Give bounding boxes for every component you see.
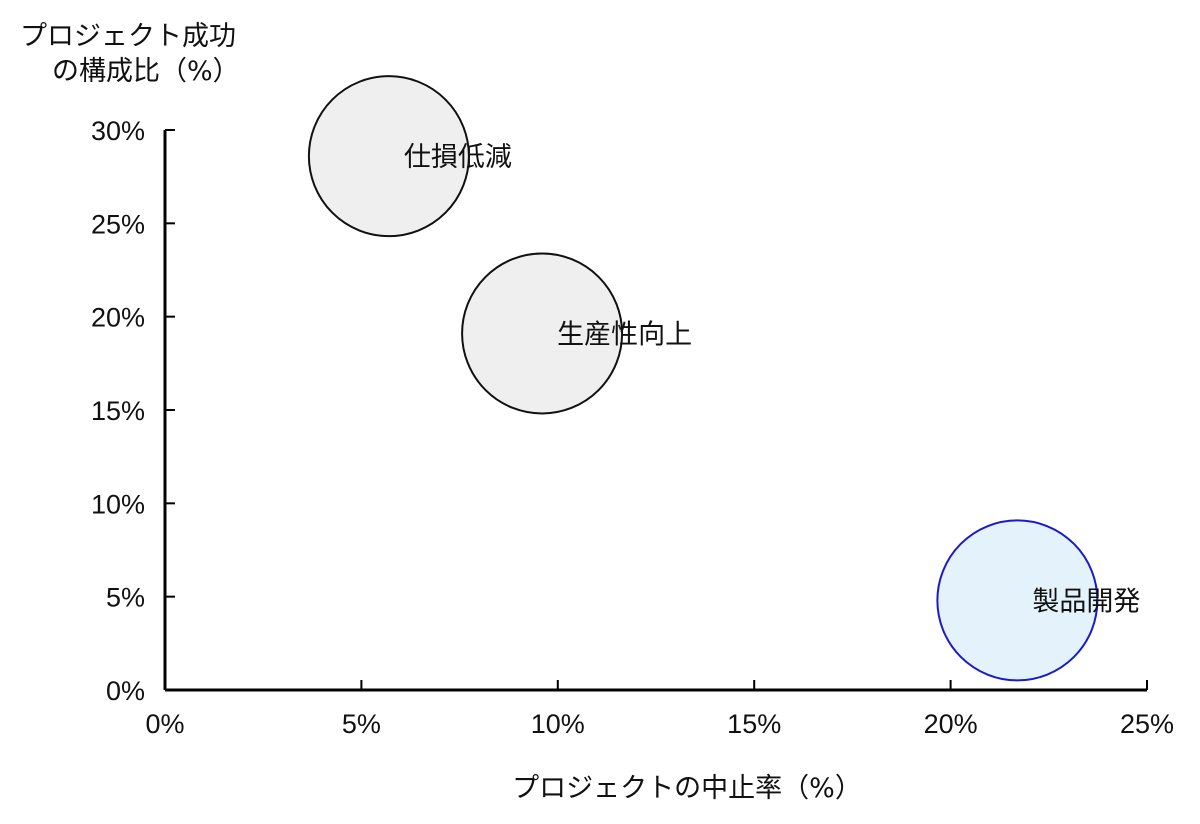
x-axis-title: プロジェクトの中止率（%） xyxy=(512,773,862,804)
bubble xyxy=(461,252,624,415)
y-axis-title-line-1: プロジェクト成功 xyxy=(20,21,236,52)
x-tick-label: 15% xyxy=(727,709,781,739)
y-tick-label: 15% xyxy=(91,396,145,426)
y-tick-label: 30% xyxy=(91,116,145,146)
x-tick-label: 5% xyxy=(342,709,381,739)
x-tick-label: 25% xyxy=(1120,709,1174,739)
bubble xyxy=(936,519,1099,682)
y-tick-label: 0% xyxy=(106,676,145,706)
bubble-label: 仕損低減 xyxy=(404,142,512,173)
y-tick-label: 5% xyxy=(106,583,145,613)
y-axis-title: プロジェクト成功 の構成比（%） xyxy=(20,21,240,87)
axis-ticks: 0% 5% 10% 15% 20% 25% 0% 5% 10% 15% 20% 25% 30% xyxy=(91,116,1174,739)
x-tick-label: 20% xyxy=(924,709,978,739)
bubble xyxy=(307,75,470,238)
y-tick-label: 20% xyxy=(91,303,145,333)
x-tick-label: 0% xyxy=(145,709,184,739)
x-tick-label: 10% xyxy=(531,709,585,739)
bubble-label: 製品開発 xyxy=(1032,586,1140,617)
y-axis-title-line-2: の構成比（%） xyxy=(52,56,240,87)
y-tick-label: 25% xyxy=(91,209,145,239)
bubble-label: 生産性向上 xyxy=(557,319,692,350)
y-tick-label: 10% xyxy=(91,489,145,519)
